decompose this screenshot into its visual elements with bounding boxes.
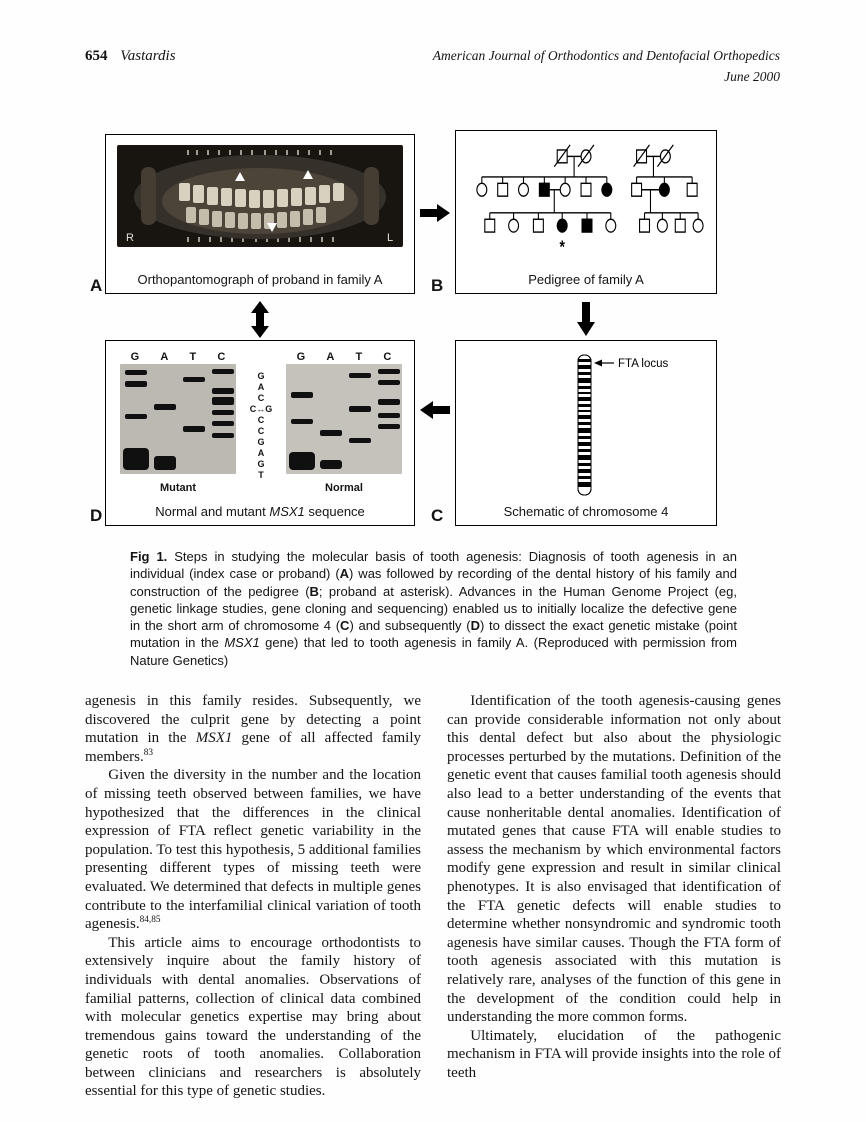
gel-mutant-label: Mutant	[159, 482, 197, 494]
pedigree-graphic: *	[476, 144, 704, 257]
fta-locus-label: FTA locus	[618, 358, 669, 370]
pedigree-chart: *	[462, 141, 710, 264]
panel-a-label: A	[90, 276, 103, 295]
panel-c-caption: Schematic of chromosome 4	[503, 504, 669, 519]
author-name: Vastardis	[120, 48, 176, 64]
locus-pointer-icon	[594, 359, 614, 367]
panel-d-label: D	[90, 506, 103, 525]
gel-normal-label: Normal	[325, 482, 363, 494]
arrow-down-icon	[577, 302, 595, 336]
paragraph: This article aims to encourage orthodont…	[85, 934, 421, 1100]
proband-asterisk: *	[559, 237, 565, 257]
film-markings-bottom	[187, 237, 334, 242]
panel-d-caption: Normal and mutant MSX1 sequence	[155, 504, 365, 519]
upper-teeth	[179, 183, 344, 208]
paragraph: Identification of the tooth agenesis-cau…	[447, 693, 781, 1026]
journal-title: American Journal of Orthodontics and Den…	[432, 48, 780, 63]
panel-a-caption: Orthopantomograph of proband in family A	[137, 272, 383, 287]
xray-arrow-markers	[235, 170, 313, 232]
paragraph: Given the diversity in the number and th…	[85, 767, 421, 933]
gel-image-mutant	[120, 364, 236, 474]
arrow-right-icon	[420, 204, 450, 222]
figure-panel-c: FTA locus Schematic of chromosome 4	[455, 340, 717, 526]
xray-image: R L	[117, 145, 403, 252]
xray-left-marker-label: L	[387, 232, 393, 244]
page-number: 654	[85, 48, 108, 64]
paragraph: Ultimately, elucidation of the pathogeni…	[447, 1027, 781, 1081]
xray-right-marker-label: R	[126, 232, 134, 244]
chromosome-bands	[578, 359, 591, 487]
panel-b-caption: Pedigree of family A	[528, 272, 644, 287]
header-left: 654 Vastardis	[85, 48, 176, 65]
paragraph: agenesis in this family resides. Subsequ…	[85, 693, 421, 765]
arrow-vertical-double-icon	[251, 301, 269, 338]
figure-caption: Fig 1. Steps in studying the molecular b…	[130, 549, 738, 668]
issue-date: June 2000	[724, 68, 780, 84]
panel-c-label: C	[431, 506, 444, 525]
arrow-left-icon	[420, 401, 450, 419]
header-right: American Journal of Orthodontics and Den…	[433, 46, 780, 88]
figure-panel-a: R L Orthopantomograph of proband in fami…	[105, 134, 415, 294]
chromosome-ideogram: FTA locus	[456, 349, 715, 506]
xray-graphic: R L	[117, 145, 403, 247]
panel-b-label: B	[431, 276, 444, 295]
body-column-right: Identification of the tooth agenesis-cau…	[447, 692, 781, 1082]
body-column-left: agenesis in this family resides. Subsequ…	[85, 692, 421, 1101]
gel-image-normal	[286, 364, 402, 474]
chromosome-graphic: FTA locus	[577, 354, 669, 496]
film-markings-top	[187, 150, 332, 155]
figure-panel-b: * Pedigree of family A	[455, 130, 717, 294]
